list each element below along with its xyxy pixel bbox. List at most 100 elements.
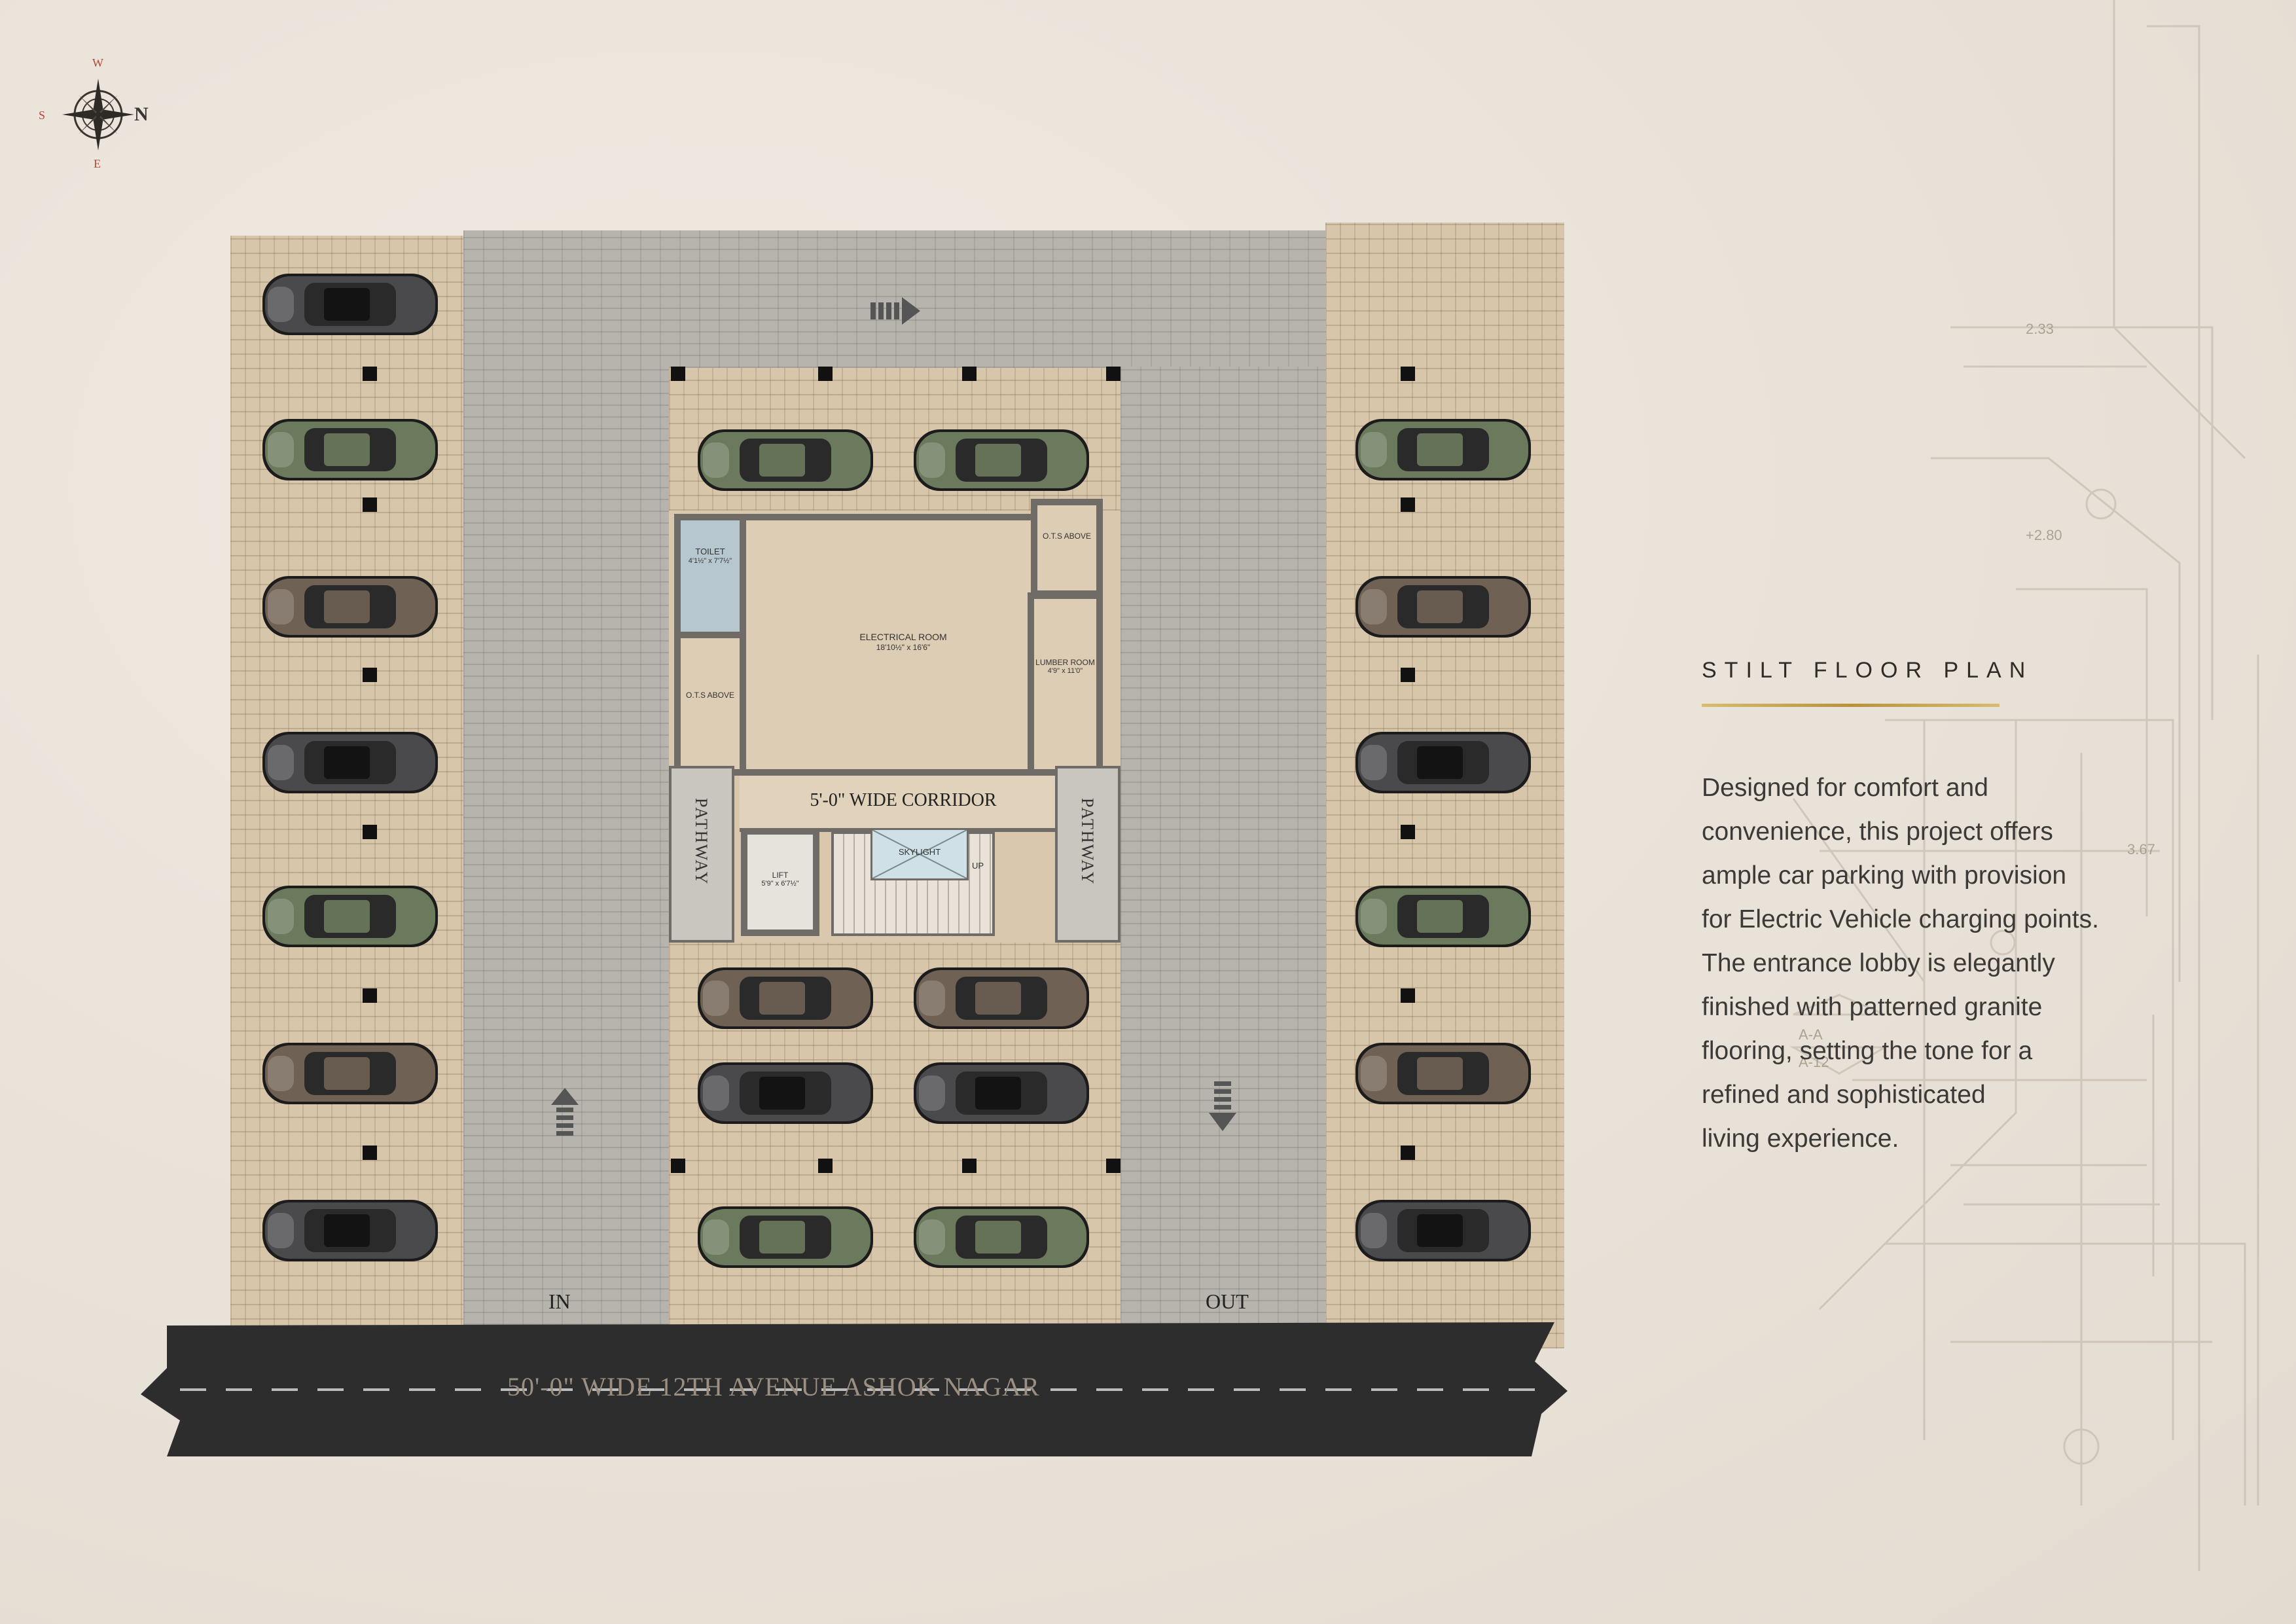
pillar [1401,825,1415,839]
pillar [671,367,685,381]
corridor: 5'-0" WIDE CORRIDOR [740,776,1067,832]
pillar [1401,668,1415,682]
parked-car [262,576,438,638]
pillar [671,1159,685,1173]
pillar [818,367,833,381]
compass-rose-icon [62,79,134,151]
driveway-left [463,367,669,1348]
parked-car [1355,886,1531,947]
description-line-1: Designed for comfort and [1702,774,1988,802]
ots-above-left: O.T.S ABOVE [674,632,746,776]
pillar [363,367,377,381]
parked-car [1355,419,1531,480]
parked-car [1355,1200,1531,1261]
description: Designed for comfort and convenience, th… [1702,766,2238,1161]
description-line-7: flooring, setting the tone for a [1702,1037,2033,1065]
pillar [1401,497,1415,512]
toilet-name: TOILET [695,547,725,556]
description-line-4: for Electric Vehicle charging points. [1702,905,2099,933]
plan-title: STILT FLOOR PLAN [1702,658,2034,683]
corridor-label: 5'-0" WIDE CORRIDOR [810,790,997,810]
parked-car [914,429,1089,491]
parked-car [698,967,873,1029]
pillar [1401,988,1415,1003]
background-blueprint: 2.33 +2.80 3.67 A-A A-12 [1789,0,2259,1571]
pillar [363,988,377,1003]
arrow-down-icon [1209,1081,1236,1131]
exit-label: OUT [1206,1290,1249,1313]
pathway-right: PATHWAY [1055,766,1121,943]
lift-name: LIFT [772,871,789,880]
electrical-room-size: 18'10½" x 16'6" [876,642,931,652]
compass-north: N [134,103,149,125]
entry-label: IN [548,1290,571,1313]
title-underline [1702,704,2000,707]
electrical-room: ELECTRICAL ROOM 18'10½" x 16'6" [740,514,1067,776]
driveway-right [1121,367,1326,1348]
pillar [1106,367,1121,381]
parked-car [262,886,438,947]
parked-car [914,967,1089,1029]
lumber-room: LUMBER ROOM 4'9" x 11'0" [1028,592,1103,776]
lumber-room-size: 4'9" x 11'0" [1047,667,1083,676]
up-label: UP [972,861,984,871]
pillar [1401,1146,1415,1160]
parked-car [262,732,438,793]
parked-car [262,1043,438,1104]
toilet-room: TOILET 4'1½" x 7'7½" [674,514,746,638]
road-label: 50'-0" WIDE 12TH AVENUE ASHOK NAGAR [507,1372,1040,1401]
pathway-right-label: PATHWAY [1078,798,1097,886]
blueprint-dim-1: 2.33 [2026,321,2054,337]
pillar [962,367,977,381]
parked-car [262,274,438,335]
description-line-6: finished with patterned granite [1702,993,2043,1021]
pillar [1106,1159,1121,1173]
compass-west: W [92,56,103,69]
compass-south: S [39,109,46,122]
pillar [1401,367,1415,381]
description-line-8: refined and sophisticated [1702,1081,1986,1109]
pillar [363,668,377,682]
pillar [363,497,377,512]
lumber-room-name: LUMBER ROOM [1035,658,1095,667]
ots-label-1: O.T.S ABOVE [685,691,735,700]
pathway-left: PATHWAY [669,766,734,943]
lift-size: 5'9" x 6'7½" [761,880,799,888]
blueprint-section-top: A-A [1799,1026,1823,1043]
ots-above-right: O.T.S ABOVE [1031,499,1103,597]
parked-car [698,429,873,491]
compass-east: E [94,157,101,170]
description-line-9: living experience. [1702,1125,1899,1153]
parked-car [914,1206,1089,1268]
pillar [962,1159,977,1173]
parked-car [698,1062,873,1124]
blueprint-dim-3: 3.67 [2127,841,2155,857]
blueprint-section-bottom: A-12 [1799,1054,1829,1070]
skylight-label: SKYLIGHT [898,847,941,857]
description-line-2: convenience, this project offers [1702,818,2053,846]
parked-car [1355,1043,1531,1104]
pillar [818,1159,833,1173]
arrow-up-icon [551,1088,579,1136]
toilet-size: 4'1½" x 7'7½" [688,556,732,565]
arrow-right-icon [870,297,920,325]
parked-car [1355,576,1531,638]
ots-label-3: O.T.S ABOVE [1042,532,1092,541]
parked-car [1355,732,1531,793]
description-line-3: ample car parking with provision [1702,861,2067,890]
blueprint-dim-2: +2.80 [2026,527,2062,543]
pillar [363,1146,377,1160]
pathway-left-label: PATHWAY [692,798,711,886]
electrical-room-name: ELECTRICAL ROOM [859,632,947,642]
skylight: SKYLIGHT [870,828,969,880]
parked-car [698,1206,873,1268]
lift: LIFT 5'9" x 6'7½" [741,828,819,936]
parked-car [262,1200,438,1261]
parked-car [914,1062,1089,1124]
description-line-5: The entrance lobby is elegantly [1702,949,2055,977]
pillar [363,825,377,839]
site-plan: IN OUT TOILET 4'1½" x 7'7½" O.T.S ABOVE … [141,216,1571,1456]
driveway-top [463,230,1326,368]
compass: W S E N [36,52,160,177]
